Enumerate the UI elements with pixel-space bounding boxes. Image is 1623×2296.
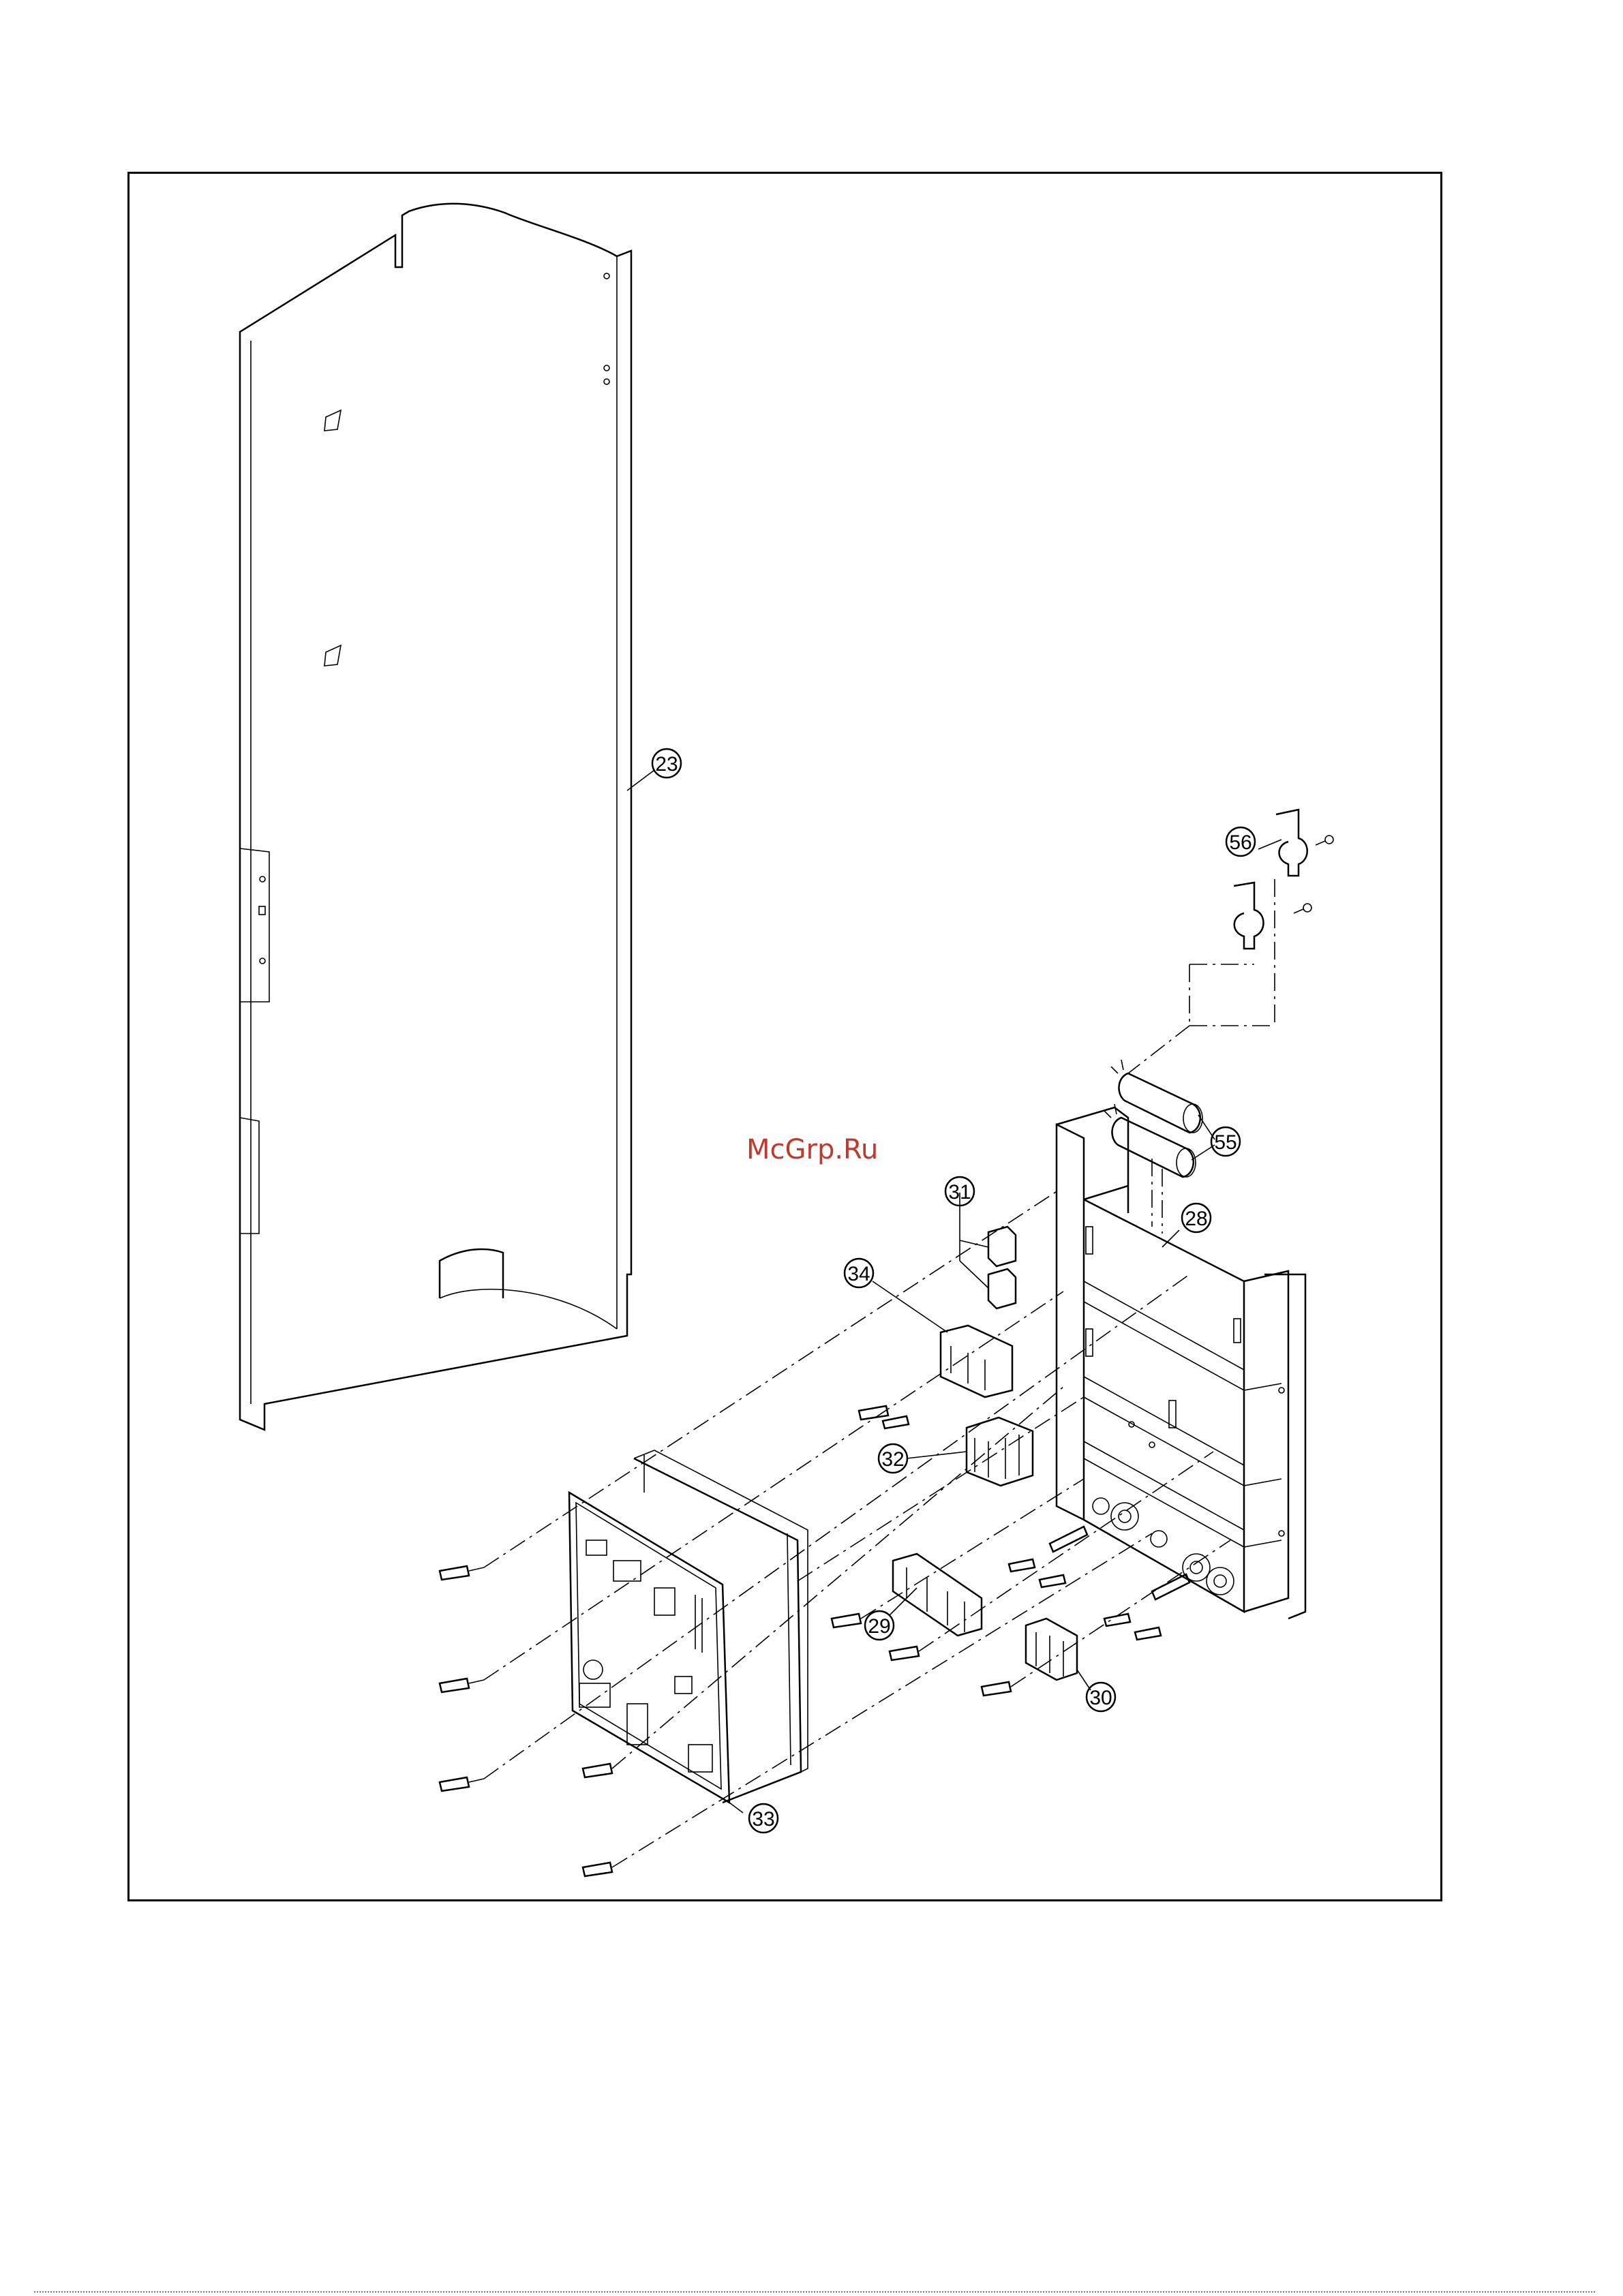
relay-32 xyxy=(907,1418,1033,1486)
callout-label-34: 34 xyxy=(847,1263,870,1285)
callout-56: 56 xyxy=(1226,827,1255,856)
spacer-bar xyxy=(1050,1527,1087,1552)
screw xyxy=(1009,1559,1035,1572)
side-panel xyxy=(240,204,654,1430)
screw xyxy=(832,1614,861,1627)
callout-33: 33 xyxy=(749,1804,778,1833)
callout-label-33: 33 xyxy=(752,1808,774,1831)
callout-label-29: 29 xyxy=(868,1615,890,1638)
capacitors xyxy=(1104,1060,1215,1177)
callout-label-55: 55 xyxy=(1214,1131,1237,1154)
screw xyxy=(982,1682,1011,1696)
assembly-lines xyxy=(484,879,1275,1867)
watermark-text: McGrp.Ru xyxy=(746,1134,878,1165)
screw xyxy=(1135,1627,1161,1640)
callout-label-56: 56 xyxy=(1229,831,1252,854)
callout-23: 23 xyxy=(652,749,681,778)
callout-55: 55 xyxy=(1211,1127,1240,1156)
callout-32: 32 xyxy=(879,1444,907,1473)
pcb-assembly xyxy=(569,1450,808,1813)
terminal-block-29 xyxy=(890,1554,982,1636)
terminal-block-30 xyxy=(1026,1619,1091,1690)
screw xyxy=(859,1406,888,1420)
screw xyxy=(1040,1575,1065,1587)
screw xyxy=(583,1764,612,1777)
callout-29: 29 xyxy=(865,1611,894,1640)
callout-34: 34 xyxy=(845,1259,873,1287)
callout-label-32: 32 xyxy=(881,1448,904,1471)
page-bottom-rule xyxy=(34,2291,1595,2293)
callout-label-31: 31 xyxy=(948,1181,971,1204)
screw xyxy=(440,1566,484,1580)
screw xyxy=(883,1416,909,1428)
callout-31: 31 xyxy=(945,1177,974,1206)
screw xyxy=(583,1863,612,1876)
callout-28: 28 xyxy=(1182,1204,1211,1232)
callout-label-28: 28 xyxy=(1185,1208,1207,1230)
control-box-chassis xyxy=(1057,1107,1305,1619)
screw xyxy=(440,1777,484,1791)
callout-label-30: 30 xyxy=(1089,1687,1112,1709)
screw xyxy=(890,1647,919,1660)
callout-label-23: 23 xyxy=(655,753,678,776)
terminal-block-31 xyxy=(960,1193,1016,1308)
screw xyxy=(440,1679,484,1692)
callout-30: 30 xyxy=(1087,1683,1115,1711)
